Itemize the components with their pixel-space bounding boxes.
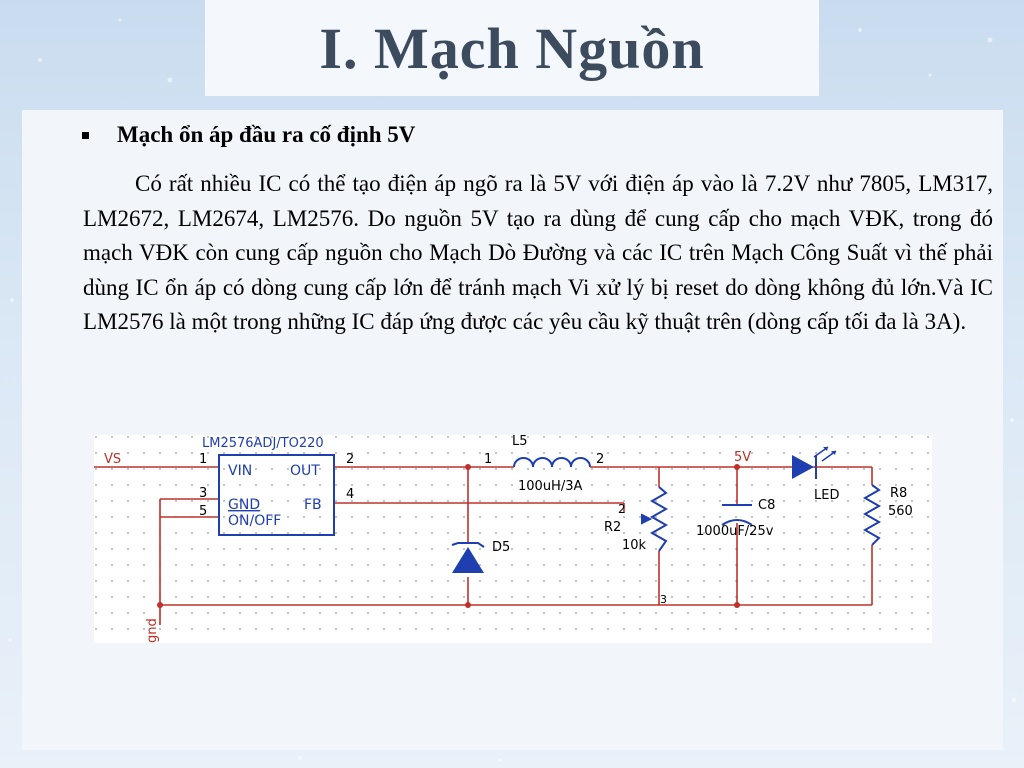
inductor-pin-1: 1 bbox=[484, 452, 492, 467]
ic-lm2576-body bbox=[218, 454, 335, 536]
pin-number-3: 3 bbox=[199, 486, 207, 501]
diode-ref: D5 bbox=[492, 540, 510, 555]
ic-pin-out: OUT bbox=[290, 463, 320, 479]
junction-dots bbox=[157, 464, 740, 608]
ic-pin-onoff: ON/OFF bbox=[228, 513, 281, 529]
led-label: LED bbox=[814, 488, 839, 503]
resistor-r8-icon bbox=[862, 484, 882, 546]
slide-title: I. Mạch Nguồn bbox=[319, 15, 705, 81]
ic-pin-fb: FB bbox=[304, 497, 322, 513]
inductor-value: 100uH/3A bbox=[518, 479, 582, 494]
bullet-heading: Mạch ổn áp đầu ra cố định 5V bbox=[117, 122, 416, 147]
pot-pin-3: 3 bbox=[660, 593, 667, 606]
resistor-value: 560 bbox=[888, 504, 913, 519]
5v-net-label: 5V bbox=[734, 450, 751, 465]
pin-number-1: 1 bbox=[199, 452, 207, 467]
ic-pin-gnd: GND bbox=[228, 497, 260, 513]
title-box: I. Mạch Nguồn bbox=[205, 0, 819, 96]
circuit-schematic: LM2576ADJ/TO220 VIN OUT GND FB ON/OFF 1 … bbox=[94, 435, 932, 643]
capacitor-value: 1000uF/25v bbox=[696, 524, 774, 539]
pot-pin-2: 2 bbox=[618, 502, 626, 516]
inductor-l5-icon bbox=[513, 457, 591, 468]
pin-number-4: 4 bbox=[346, 487, 354, 502]
square-bullet-icon bbox=[82, 131, 89, 139]
pin-number-2: 2 bbox=[346, 452, 354, 467]
content-panel: Mạch ổn áp đầu ra cố định 5V Có rất nhiề… bbox=[22, 110, 1003, 750]
pin-number-5: 5 bbox=[199, 504, 207, 519]
pot-ref: R2 bbox=[604, 520, 621, 535]
ic-pin-vin: VIN bbox=[228, 463, 252, 479]
inductor-ref: L5 bbox=[512, 435, 528, 449]
ic-part-label: LM2576ADJ/TO220 bbox=[202, 436, 324, 451]
body-paragraph: Có rất nhiều IC có thể tạo điện áp ngõ r… bbox=[83, 171, 993, 334]
wires bbox=[94, 466, 873, 625]
led-icon bbox=[792, 446, 837, 479]
potentiometer-r2-icon bbox=[641, 486, 669, 552]
diode-d5-icon bbox=[451, 542, 485, 573]
inductor-pin-2: 2 bbox=[596, 452, 604, 467]
gnd-net-label: gnd bbox=[145, 618, 160, 643]
vs-net-label: VS bbox=[104, 452, 121, 467]
capacitor-ref: C8 bbox=[758, 498, 775, 513]
resistor-ref: R8 bbox=[890, 486, 907, 501]
capacitor-c8-icon bbox=[721, 504, 753, 526]
bullet-row: Mạch ổn áp đầu ra cố định 5V bbox=[82, 122, 415, 148]
pot-value: 10k bbox=[622, 538, 647, 553]
